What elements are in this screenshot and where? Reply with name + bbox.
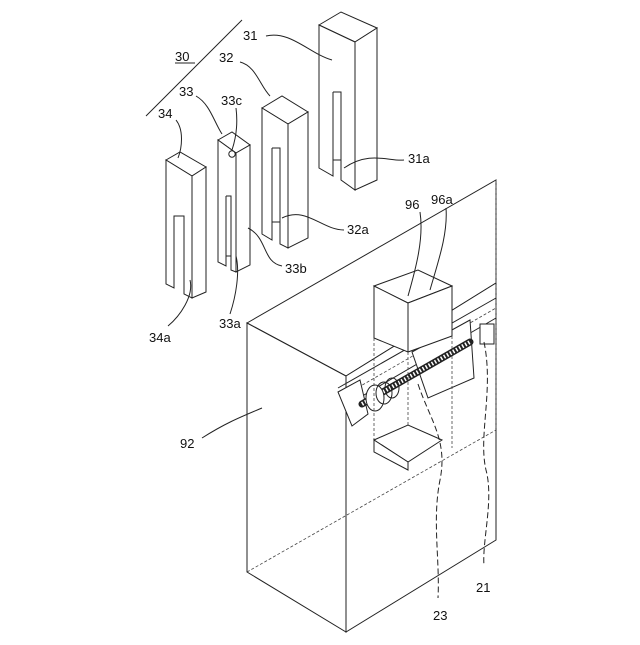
label-96a: 96a — [431, 192, 453, 207]
shim-33-hole — [229, 151, 235, 157]
shim-32 — [262, 96, 308, 248]
housing-front-face — [247, 323, 346, 632]
shim-32-side — [288, 112, 308, 248]
label-92: 92 — [180, 436, 194, 451]
label-23: 23 — [433, 608, 447, 623]
shim-34 — [166, 152, 206, 298]
shim-31-side — [355, 28, 377, 190]
leader-33 — [196, 96, 222, 134]
label-31a: 31a — [408, 151, 430, 166]
shim-31 — [319, 12, 377, 190]
label-33b: 33b — [285, 261, 307, 276]
label-32: 32 — [219, 50, 233, 65]
label-32a: 32a — [347, 222, 369, 237]
screw-head — [366, 385, 384, 411]
rod-end-fitting — [480, 324, 494, 344]
label-96: 96 — [405, 197, 419, 212]
shim-34-side — [192, 167, 206, 298]
label-21: 21 — [476, 580, 490, 595]
shim-34-front — [166, 160, 192, 298]
label-33c: 33c — [221, 93, 242, 108]
label-31: 31 — [243, 28, 257, 43]
shim-32-front — [262, 108, 288, 248]
label-33a: 33a — [219, 316, 241, 331]
shim-33-front — [218, 140, 236, 272]
label-30: 30 — [175, 49, 189, 64]
shim-31-front — [319, 25, 355, 190]
label-34: 34 — [158, 106, 172, 121]
label-34a: 34a — [149, 330, 171, 345]
shim-33-side — [236, 145, 250, 272]
leader-32 — [240, 62, 270, 96]
shim-33 — [218, 132, 250, 272]
label-33: 33 — [179, 84, 193, 99]
